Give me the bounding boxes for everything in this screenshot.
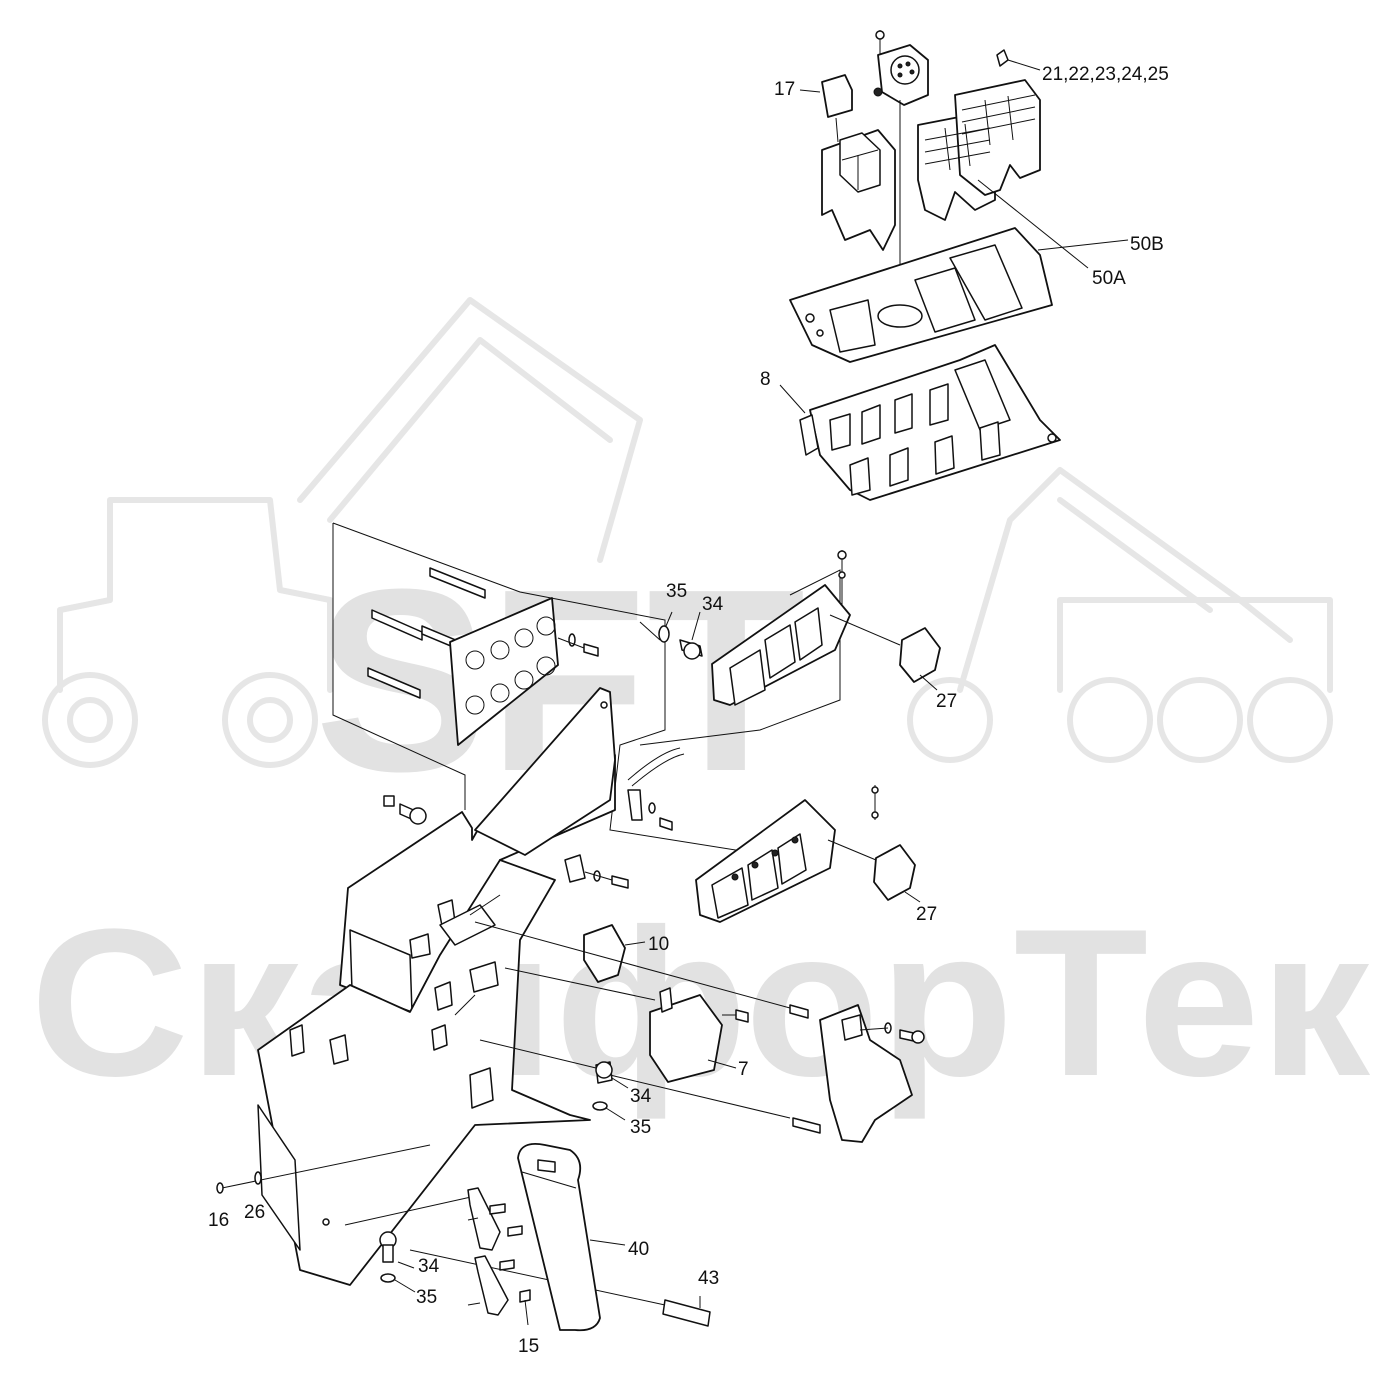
rod-connector-plate	[367, 567, 599, 746]
callout-21-25: 21,22,23,24,25	[1042, 64, 1169, 85]
callout-17: 17	[774, 79, 795, 100]
main-bracket	[257, 687, 616, 1286]
callout-7: 7	[738, 1059, 749, 1080]
clips-and-fasteners	[289, 795, 629, 1065]
callout-16: 16	[208, 1210, 229, 1231]
callout-26: 26	[244, 1202, 265, 1223]
callout-27-upper: 27	[936, 691, 957, 712]
callout-40: 40	[628, 1239, 649, 1260]
exploded-view-boundary	[332, 522, 841, 866]
watermark-machinery	[42, 297, 1333, 768]
connector-plug	[873, 30, 929, 300]
callout-10: 10	[648, 934, 669, 955]
callout-labels: 17 21,22,23,24,25 50B 50A 8 35 34 27 27 …	[208, 64, 1169, 1357]
fuse-holder-50a-50b	[917, 49, 1041, 221]
callout-35-mid: 35	[630, 1117, 651, 1138]
callout-leaders	[779, 89, 1129, 414]
clip-brackets-15	[467, 1187, 531, 1326]
relay-block-upper	[711, 550, 941, 706]
wire-harness	[627, 747, 685, 831]
side-module	[789, 1004, 925, 1143]
callout-34-top: 34	[702, 594, 724, 615]
callout-43: 43	[698, 1268, 719, 1289]
callout-15: 15	[518, 1336, 539, 1357]
bottom-fasteners	[216, 1171, 416, 1293]
cover-40	[517, 1143, 626, 1332]
callout-50a: 50A	[1092, 268, 1126, 289]
callout-34-mid: 34	[630, 1086, 652, 1107]
housing-8	[799, 344, 1061, 501]
relay-holder-assembly	[821, 74, 896, 251]
mounting-plate	[789, 227, 1053, 363]
callout-27-lower: 27	[916, 904, 937, 925]
callout-50b: 50B	[1130, 234, 1164, 255]
relay-7	[649, 987, 749, 1083]
screw-washer-34-35-mid	[592, 1061, 629, 1121]
callout-35-bottom: 35	[416, 1287, 437, 1308]
callout-35-top: 35	[666, 581, 687, 602]
callout-8: 8	[760, 369, 771, 390]
callout-34-bottom: 34	[418, 1256, 440, 1277]
module-10	[583, 924, 646, 983]
screw-washer-34-35-top	[658, 611, 703, 660]
relay-block-lower	[695, 785, 921, 923]
standoff-43	[662, 1296, 711, 1327]
